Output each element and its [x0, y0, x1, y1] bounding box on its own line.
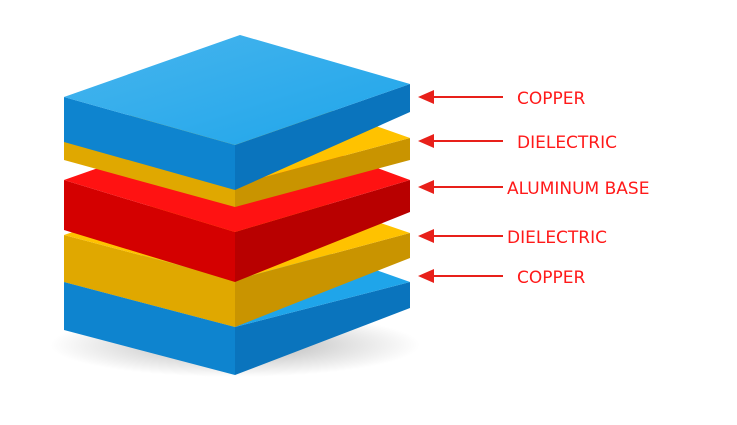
layer-label: ALUMINUM BASE: [507, 179, 649, 199]
slab-left-face: [64, 282, 235, 375]
slab-top-sheen: [64, 35, 410, 145]
callout-dielectric-lower: DIELECTRIC: [418, 228, 607, 248]
layer-label: DIELECTRIC: [517, 133, 617, 153]
arrowhead-icon: [418, 229, 434, 243]
callout-copper-bottom: COPPER: [418, 268, 585, 288]
callout-copper-top: COPPER: [418, 89, 585, 109]
arrowhead-icon: [418, 180, 434, 194]
arrowhead-icon: [418, 90, 434, 104]
arrowhead-icon: [418, 134, 434, 148]
arrowhead-icon: [418, 269, 434, 283]
layer-slab-top-copper: [64, 35, 410, 190]
slab-left-face: [64, 180, 235, 282]
slab-right-face: [235, 233, 410, 327]
slab-left-face: [64, 138, 235, 207]
layer-label: DIELECTRIC: [507, 228, 607, 248]
slab-right-face: [235, 138, 410, 207]
slab-right-face: [235, 84, 410, 190]
slab-right-face: [235, 282, 410, 375]
slab-left-face: [64, 235, 235, 327]
slab-right-face: [235, 180, 410, 282]
slab-left-face: [64, 97, 235, 190]
layer-label: COPPER: [517, 268, 585, 288]
callout-dielectric-upper: DIELECTRIC: [418, 133, 617, 153]
layer-label: COPPER: [517, 89, 585, 109]
callout-aluminum-base: ALUMINUM BASE: [418, 179, 649, 199]
